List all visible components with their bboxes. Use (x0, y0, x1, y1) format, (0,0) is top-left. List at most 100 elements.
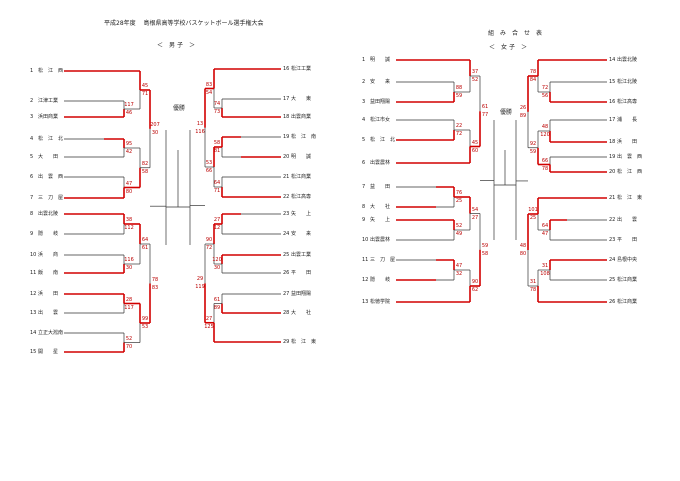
team-number: 7 (30, 195, 34, 201)
team-number: 19 (609, 154, 616, 160)
team-number: 29 (283, 339, 290, 345)
match-score: 64 (541, 223, 549, 229)
team-number: 8 (30, 211, 34, 217)
match-score: 120 (212, 257, 222, 263)
team-name: 大 東 (291, 96, 312, 102)
team-number: 12 (362, 277, 369, 283)
match-score: 72 (541, 85, 549, 91)
match-score: 71 (213, 188, 221, 194)
team-number: 2 (362, 79, 366, 85)
team-name: 浦 長 (617, 117, 638, 123)
team-number: 11 (30, 270, 37, 276)
match-score: 47 (125, 180, 133, 187)
team-name: 浜 田 (38, 291, 59, 297)
match-score: 73 (213, 109, 221, 115)
match-score: 64 (141, 237, 149, 243)
team-number: 3 (362, 99, 366, 105)
team-name: 松 江 東 (617, 195, 643, 201)
team-name: 隠 岐 (370, 277, 391, 283)
match-score: 207 (150, 121, 160, 128)
team-name: 出雲農林 (370, 160, 391, 166)
team-name: 大 社 (291, 310, 312, 316)
team-number: 15 (609, 79, 616, 85)
match-score: 64 (213, 180, 221, 186)
match-score: 25 (455, 198, 463, 204)
team-number: 11 (362, 257, 369, 263)
match-score: 27 (471, 214, 479, 221)
team-number: 19 (283, 134, 290, 140)
team-number: 26 (283, 270, 290, 276)
team-name: 安 来 (291, 231, 312, 237)
match-score: 27 (205, 315, 213, 322)
team-number: 18 (283, 114, 290, 120)
team-name: 隠 岐 (38, 231, 59, 237)
team-name: 平 田 (617, 237, 638, 243)
match-score: 59 (481, 242, 489, 249)
match-score: 117 (124, 304, 134, 311)
match-score: 108 (540, 271, 550, 277)
match-score: 83 (205, 81, 213, 88)
team-number: 28 (283, 310, 290, 316)
team-number: 15 (30, 349, 37, 355)
match-score: 22 (455, 123, 463, 129)
match-score: 83 (151, 284, 159, 291)
team-name: 浜 田 (617, 139, 638, 145)
match-score: 61 (213, 296, 221, 303)
team-number: 1 (362, 57, 366, 63)
match-score: 49 (455, 231, 463, 237)
team-number: 26 (609, 299, 616, 305)
match-score: 48 (541, 124, 549, 130)
team-name: 出雲商業 (291, 114, 312, 120)
team-number: 14 (609, 57, 616, 63)
team-name: 立正大淞南 (38, 330, 64, 336)
team-number: 24 (283, 231, 290, 237)
team-number: 24 (609, 257, 616, 263)
team-name: 出 雲 (38, 310, 59, 316)
match-score: 30 (125, 265, 133, 271)
match-score: 26 (519, 104, 527, 111)
match-score: 70 (125, 343, 133, 350)
match-score: 42 (125, 149, 133, 155)
team-name: 出雲北陵 (617, 57, 638, 63)
team-number: 10 (30, 252, 37, 258)
team-name: 松江工業 (291, 66, 312, 72)
team-number: 8 (362, 204, 366, 210)
team-number: 10 (362, 237, 369, 243)
match-score: 66 (205, 168, 213, 174)
match-score: 54 (205, 89, 213, 96)
match-score: 47 (455, 263, 463, 269)
team-name: 松徳学院 (370, 299, 391, 305)
team-number: 6 (362, 160, 366, 166)
team-name: 松江北陵 (617, 79, 638, 85)
team-number: 23 (283, 211, 290, 217)
match-score: 119 (195, 284, 205, 291)
team-name: 出雲工業 (291, 252, 312, 258)
match-score: 80 (125, 188, 133, 195)
team-number: 4 (30, 136, 34, 142)
match-score: 95 (125, 141, 133, 147)
girls-winner-label: 優勝 (499, 109, 513, 116)
team-name: 松江市女 (370, 117, 391, 123)
match-score: 99 (141, 316, 149, 322)
team-name: 大 田 (38, 154, 59, 160)
tournament-title: 平成28年度 島根県高等学校バスケットボール選手権大会 (104, 20, 264, 27)
match-score: 89 (519, 112, 527, 119)
match-score: 62 (471, 287, 479, 293)
table-title: 組 み 合 せ 表 (488, 30, 543, 37)
match-score: 78 (529, 69, 537, 75)
match-score: 12 (213, 225, 221, 231)
match-score: 72 (455, 131, 463, 137)
match-score: 25 (529, 215, 537, 221)
match-score: 66 (541, 157, 549, 164)
team-number: 6 (30, 174, 34, 180)
match-score: 84 (529, 77, 537, 83)
team-name: 出 雲 (617, 217, 638, 223)
team-number: 4 (362, 117, 366, 123)
match-score: 58 (481, 250, 489, 257)
team-number: 13 (362, 299, 369, 305)
team-name: 島根中央 (617, 257, 638, 263)
team-name: 矢 上 (291, 211, 312, 217)
match-score: 61 (141, 245, 149, 251)
match-score: 81 (213, 148, 221, 154)
